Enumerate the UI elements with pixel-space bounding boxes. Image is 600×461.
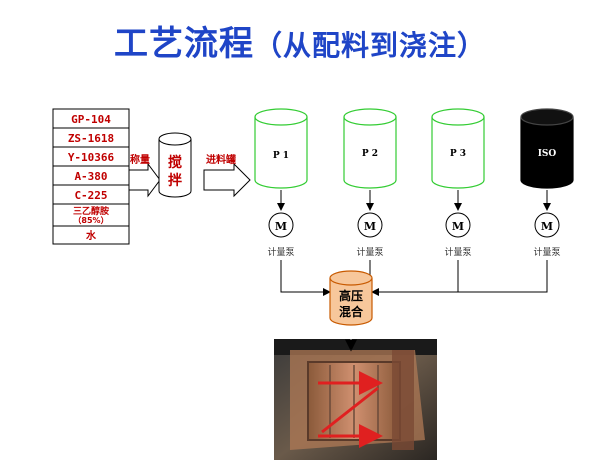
metering-pump-2: M 计量泵 xyxy=(356,213,383,258)
tank-label: ISO xyxy=(538,149,557,159)
tank-label: P 1 xyxy=(273,151,289,161)
material-item: 水 xyxy=(85,229,97,242)
metering-pump-1: M 计量泵 xyxy=(267,213,294,258)
material-item: GP-104 xyxy=(71,113,111,126)
feed-arrow xyxy=(204,164,250,196)
tank-label: P 3 xyxy=(450,149,466,159)
pump-label: 计量泵 xyxy=(533,246,560,258)
tank-top xyxy=(521,109,573,125)
tank-top xyxy=(344,109,396,125)
tank-p1: P 1 xyxy=(255,109,307,188)
mix-head-label-1: 高压 xyxy=(339,288,363,303)
mixer-label-2: 拌 xyxy=(168,172,182,189)
material-item: Y-10366 xyxy=(68,151,115,164)
pump-label: 计量泵 xyxy=(444,246,471,258)
tank-label: P 2 xyxy=(362,149,378,159)
metering-pump-3: M 计量泵 xyxy=(444,213,471,258)
pump-letter: M xyxy=(541,220,553,233)
pump-label: 计量泵 xyxy=(267,246,294,258)
pipe-iso xyxy=(372,260,547,292)
mold-side xyxy=(392,350,414,450)
mix-head: 高压 混合 xyxy=(330,271,372,325)
mix-head-label-2: 混合 xyxy=(339,304,364,319)
weigh-label: 称量 xyxy=(130,153,150,166)
tank-top xyxy=(255,109,307,125)
material-item: ZS-1618 xyxy=(68,132,114,145)
pump-letter: M xyxy=(364,220,376,233)
pump-letter: M xyxy=(275,220,287,233)
mold-photo xyxy=(274,339,437,460)
tank-p3: P 3 xyxy=(432,109,484,188)
material-item: A-380 xyxy=(74,170,107,183)
material-item: C-225 xyxy=(74,189,107,202)
material-list: GP-104 ZS-1618 Y-10366 A-380 C-225 三乙醇胺 … xyxy=(53,109,129,244)
mixer-top xyxy=(159,133,191,145)
mixer-tank: 搅 拌 xyxy=(159,133,191,197)
mixer-label-1: 搅 xyxy=(168,154,182,171)
material-item: （85%） xyxy=(73,215,108,225)
pump-label: 计量泵 xyxy=(356,246,383,258)
tank-top xyxy=(432,109,484,125)
pump-letter: M xyxy=(452,220,464,233)
tank-p2: P 2 xyxy=(344,109,396,188)
mix-head-top xyxy=(330,271,372,285)
weigh-arrow xyxy=(129,164,160,196)
tank-iso: ISO xyxy=(521,109,573,188)
metering-pump-4: M 计量泵 xyxy=(533,213,560,258)
feed-label: 进料罐 xyxy=(206,153,236,166)
pipe-p1 xyxy=(281,260,330,292)
